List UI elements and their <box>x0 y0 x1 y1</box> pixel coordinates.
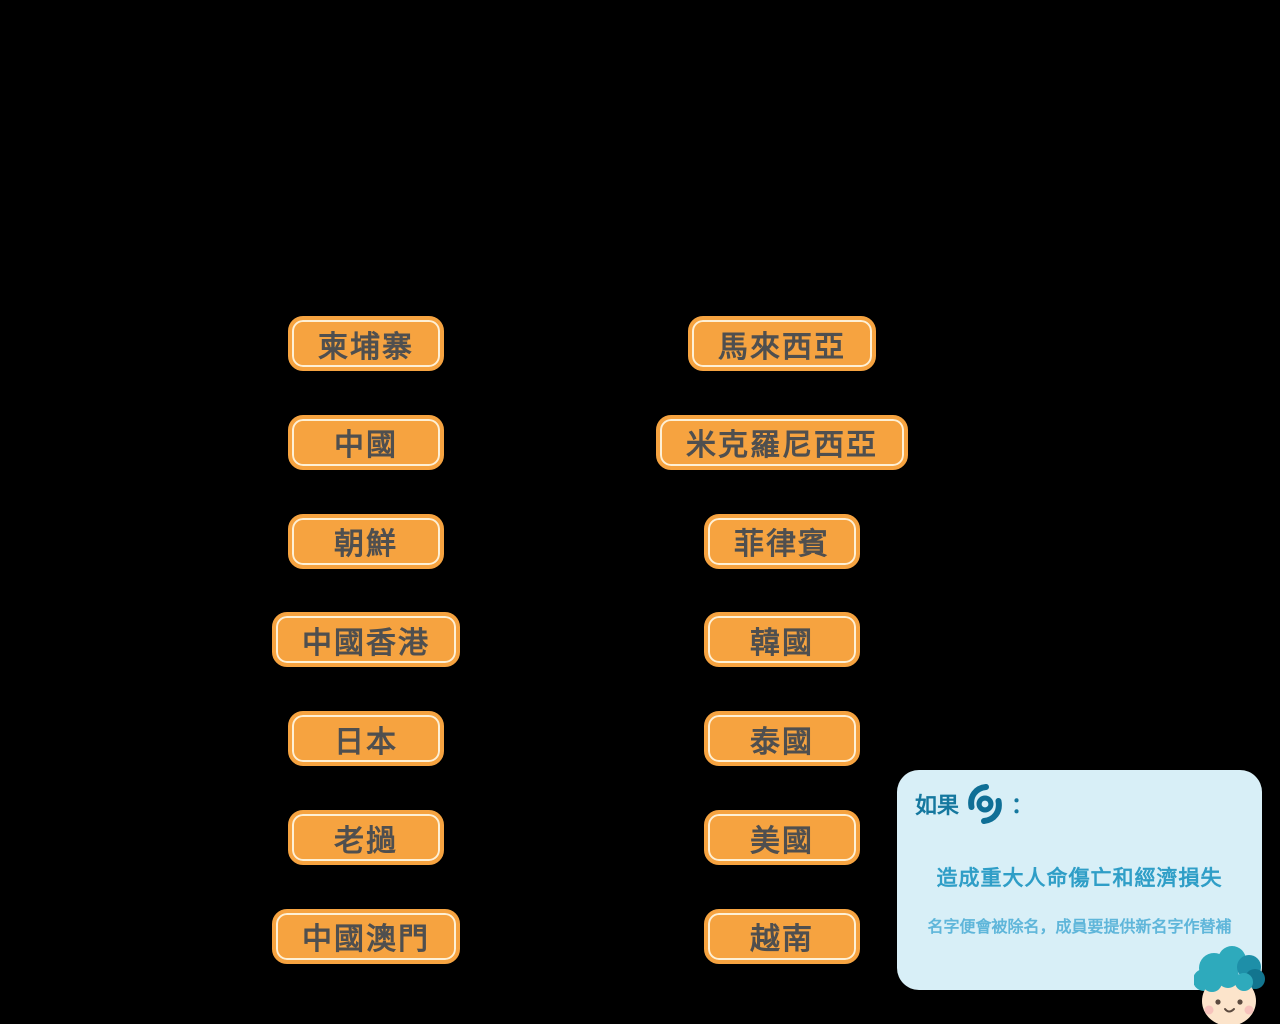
country-button-cambodia[interactable]: 柬埔寨 <box>288 316 444 371</box>
info-prefix-label: 如果 <box>915 793 960 818</box>
country-button-china[interactable]: 中國 <box>288 414 444 470</box>
country-button-japan[interactable]: 日本 <box>288 711 444 767</box>
country-button-vietnam[interactable]: 越南 <box>704 908 860 964</box>
country-button-philippines[interactable]: 菲律賓 <box>704 513 860 569</box>
country-button-dprk[interactable]: 朝鮮 <box>288 513 444 569</box>
info-panel-header: 如果 ： <box>915 784 1033 824</box>
country-button-usa[interactable]: 美國 <box>704 810 860 866</box>
country-button-laos[interactable]: 老撾 <box>288 810 444 866</box>
country-button-hongkong[interactable]: 中國香港 <box>272 612 460 668</box>
typhoon-retirement-info-panel: 如果 ： 造成重大人命傷亡和經濟損失 名字便會被除名，成員要提供新名字作替補 <box>897 770 1262 990</box>
country-button-korea[interactable]: 韓國 <box>704 612 860 668</box>
country-button-micronesia[interactable]: 米克羅尼西亞 <box>656 414 908 470</box>
info-replacement-text: 名字便會被除名，成員要提供新名字作替補 <box>927 919 1232 936</box>
country-column-right: 馬來西亞 米克羅尼西亞 菲律賓 韓國 泰國 美國 越南 <box>656 316 908 964</box>
typhoon-icon <box>965 784 1005 824</box>
mascot-character <box>1193 946 1270 1024</box>
country-button-thailand[interactable]: 泰國 <box>704 711 860 767</box>
country-column-left: 柬埔寨 中國 朝鮮 中國香港 日本 老撾 中國澳門 <box>272 316 460 964</box>
country-button-malaysia[interactable]: 馬來西亞 <box>688 316 876 371</box>
country-button-macau[interactable]: 中國澳門 <box>272 908 460 964</box>
info-colon-label: ： <box>1011 793 1034 818</box>
info-consequence-text: 造成重大人命傷亡和經濟損失 <box>936 867 1223 890</box>
